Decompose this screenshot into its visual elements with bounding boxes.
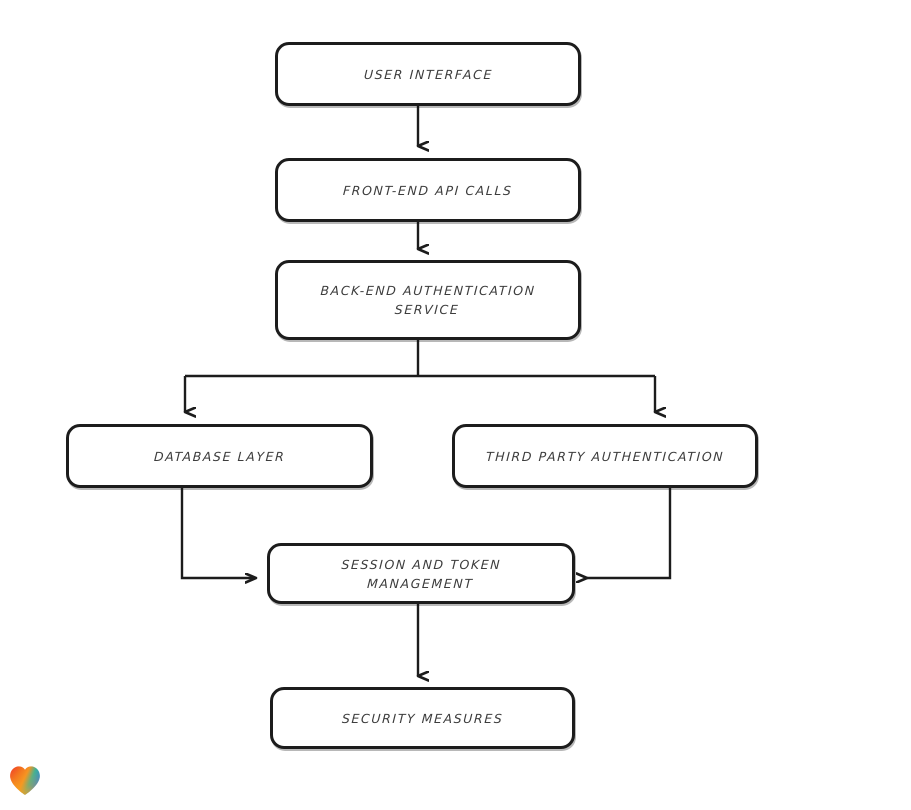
node-security-measures-label: Security Measures xyxy=(341,710,504,726)
node-user-interface[interactable]: User Interface xyxy=(275,42,581,106)
node-security-measures[interactable]: Security Measures xyxy=(270,687,575,749)
heart-icon xyxy=(10,766,40,795)
node-backend-authentication-service-label: Back-End Authentication Service xyxy=(320,283,537,317)
node-session-and-token-management[interactable]: Session and Token Management xyxy=(267,543,575,604)
edge-thirdparty-to-session xyxy=(587,488,672,578)
node-session-and-token-management-label: Session and Token Management xyxy=(341,556,502,591)
node-frontend-api-calls-label: Front-End API Calls xyxy=(342,182,514,198)
node-third-party-authentication[interactable]: Third Party Authentication xyxy=(452,424,758,488)
node-database-layer-label: Database Layer xyxy=(153,448,286,464)
node-backend-authentication-service[interactable]: Back-End Authentication Service xyxy=(275,260,581,340)
node-third-party-authentication-label: Third Party Authentication xyxy=(485,448,725,464)
node-user-interface-label: User Interface xyxy=(363,66,493,82)
edge-database-to-session xyxy=(180,488,256,578)
node-frontend-api-calls[interactable]: Front-End API Calls xyxy=(275,158,581,222)
node-database-layer[interactable]: Database Layer xyxy=(66,424,373,488)
